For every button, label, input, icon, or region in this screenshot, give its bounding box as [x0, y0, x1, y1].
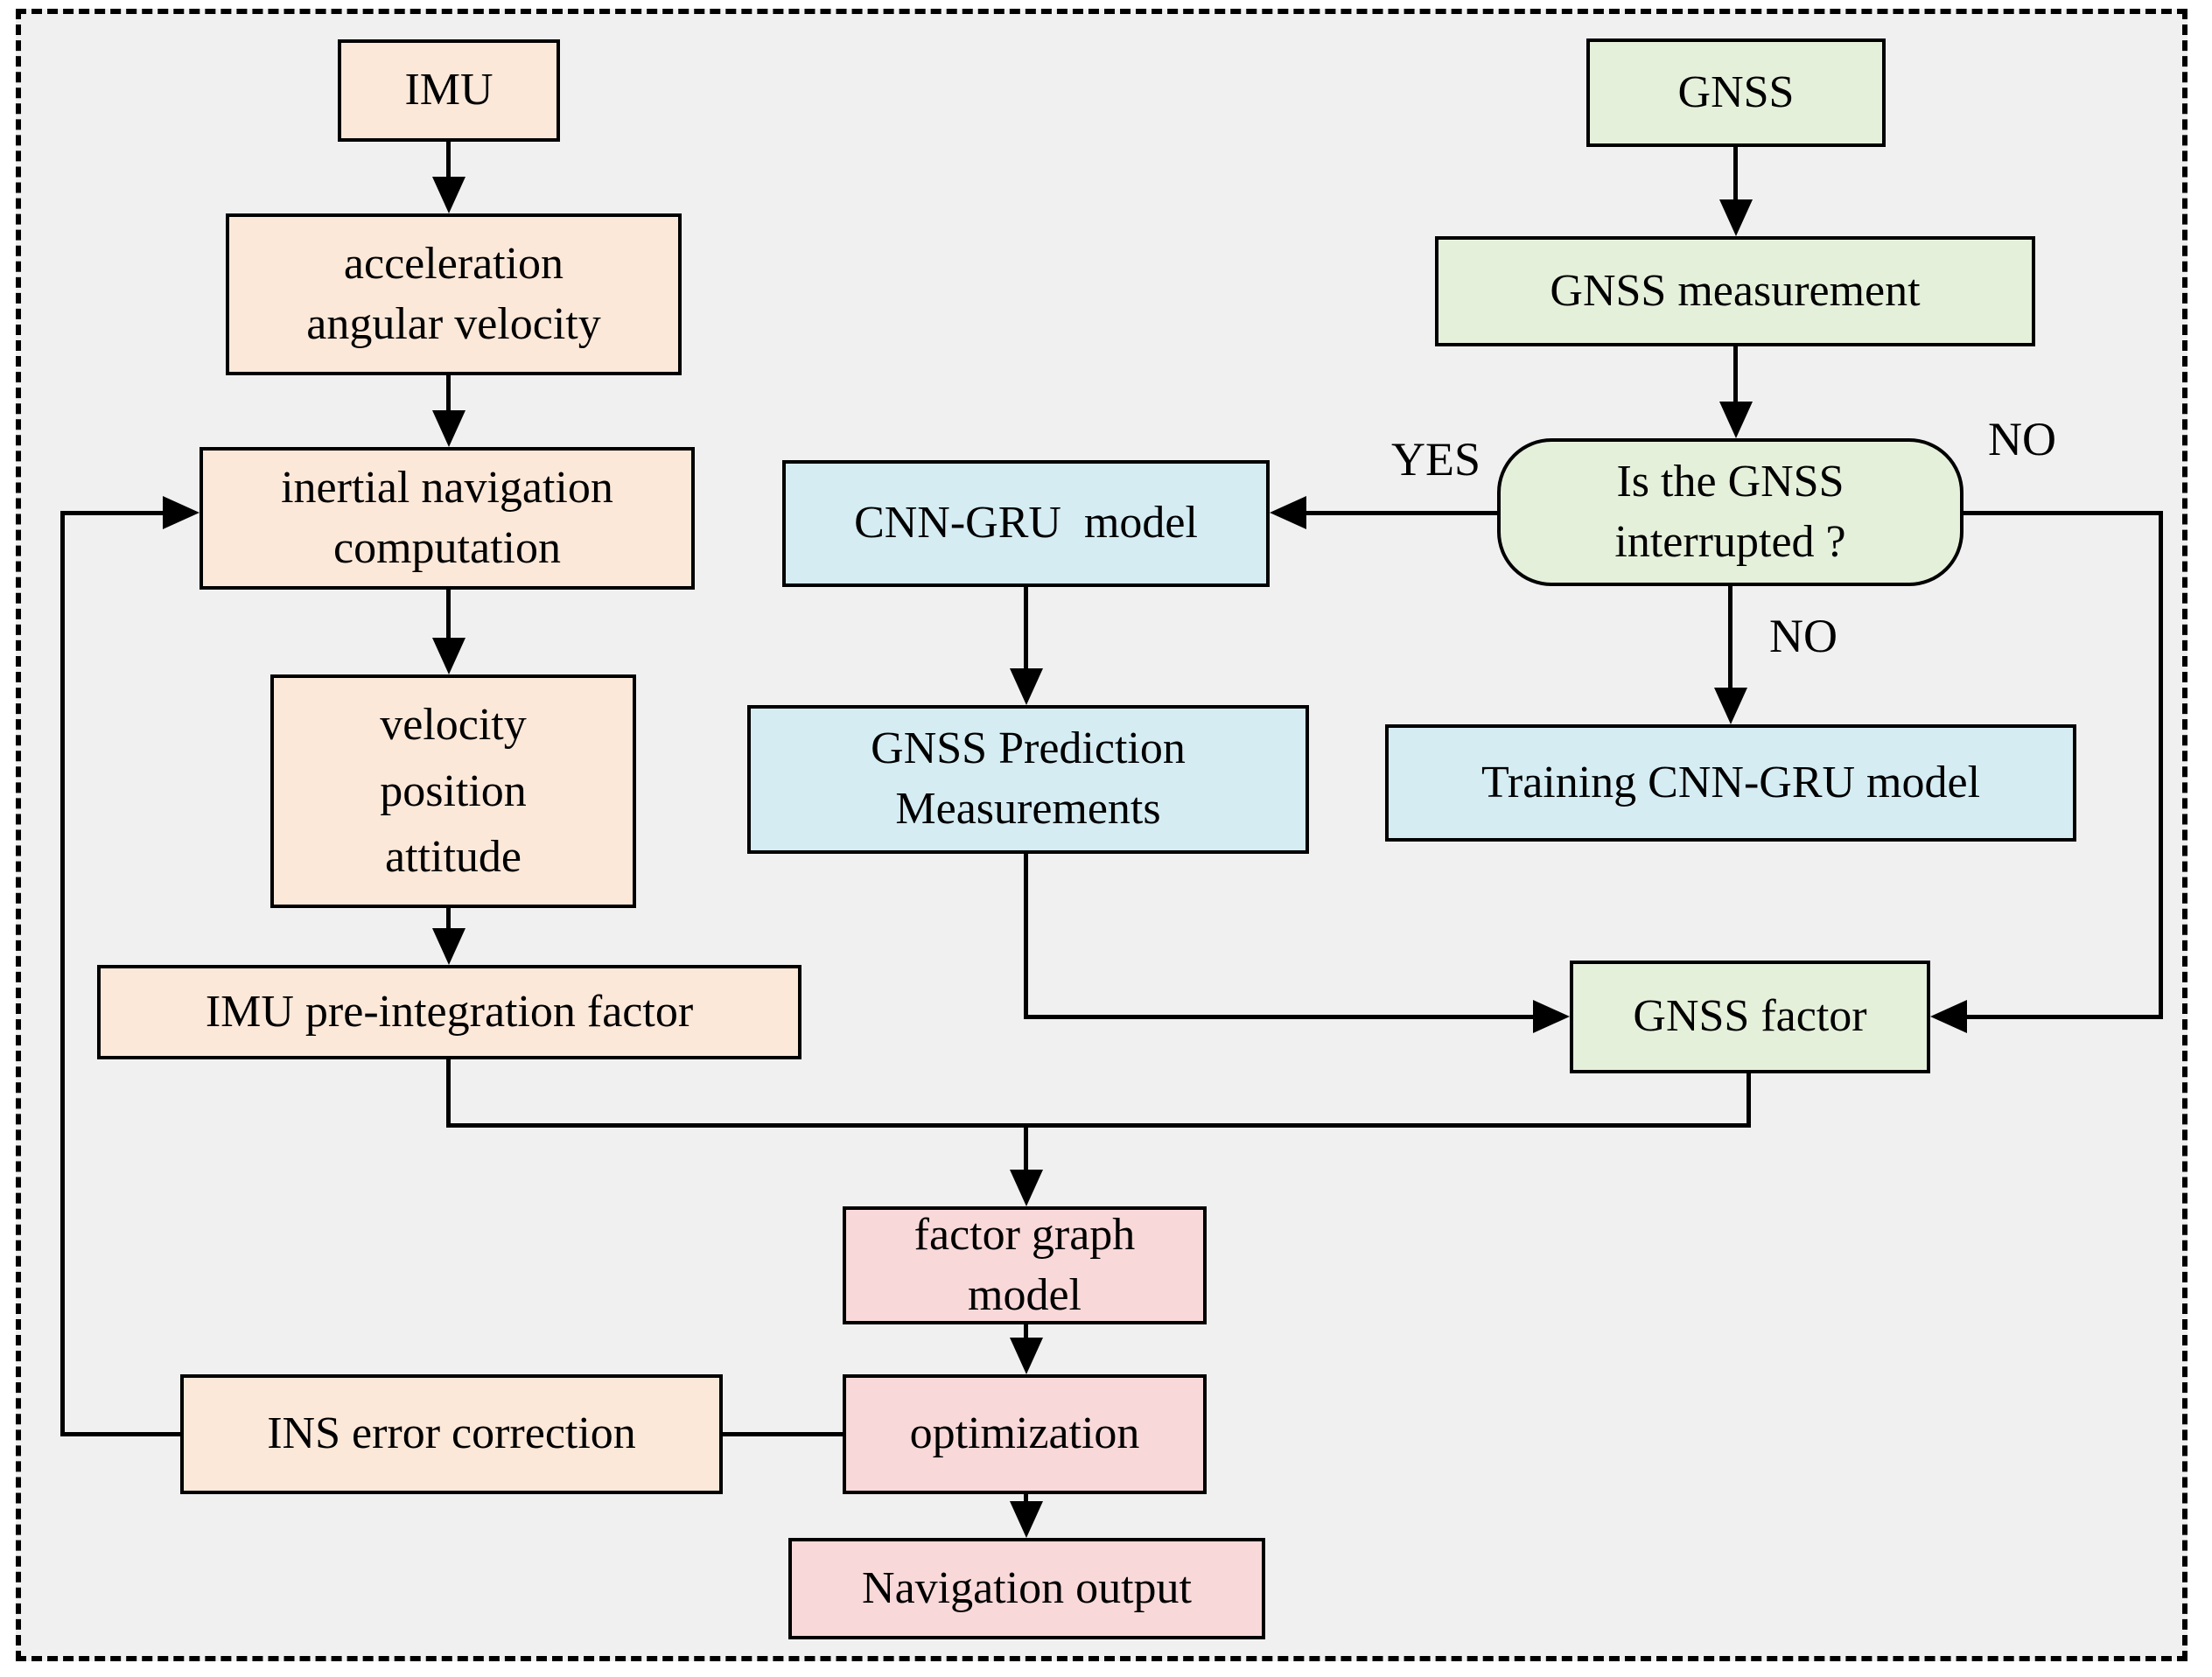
arrowhead-velocity-to-preintegration — [432, 928, 466, 965]
connector-cnn-gru-to-prediction — [1024, 587, 1028, 673]
connector-velocity-to-preintegration — [446, 908, 451, 931]
node-imu-label: IMU — [404, 65, 494, 115]
node-cnn-gru-model-label: CNN-GRU model — [854, 498, 1198, 549]
node-gnss-prediction-measurements-label: GNSS Prediction Measurements — [871, 723, 1186, 834]
node-inertial-navigation: inertial navigation computation — [200, 447, 695, 590]
node-navigation-output: Navigation output — [788, 1538, 1265, 1639]
node-factor-graph-model: factor graph model — [843, 1206, 1207, 1324]
arrowhead-decision-yes-to-cnn-gru — [1270, 496, 1306, 529]
edge-label-yes: YES — [1390, 433, 1480, 486]
node-imu-preintegration-factor-label: IMU pre-integration factor — [205, 986, 694, 1037]
node-inertial-navigation-label: inertial navigation computation — [281, 462, 613, 573]
node-factor-graph-model-label: factor graph model — [914, 1209, 1136, 1320]
arrowhead-measurement-to-decision — [1719, 402, 1753, 438]
connector-ins-to-optimization — [723, 1432, 843, 1436]
connector-merge-to-factor-graph — [1024, 1123, 1028, 1173]
node-ins-error-correction-label: INS error correction — [267, 1408, 636, 1459]
connector-optimization-to-navigation — [1024, 1494, 1028, 1506]
node-velocity-position-attitude-label: velocity position attitude — [380, 700, 527, 883]
node-optimization: optimization — [843, 1374, 1207, 1494]
node-gnss-interrupted-decision: Is the GNSS interrupted ? — [1497, 438, 1964, 586]
node-training-cnn-gru-model: Training CNN-GRU model — [1385, 724, 2076, 842]
connector-merge-bus — [446, 1123, 1751, 1128]
connector-decision-no-right-bottom — [1967, 1015, 2163, 1019]
connector-factor-graph-to-optimization — [1024, 1324, 1028, 1342]
node-gnss-prediction-measurements: GNSS Prediction Measurements — [747, 705, 1309, 854]
connector-gnss-to-measurement — [1733, 147, 1738, 203]
arrowhead-measurements-to-inertial — [432, 410, 466, 447]
node-gnss: GNSS — [1586, 38, 1886, 147]
connector-decision-no-to-training — [1728, 586, 1732, 690]
node-gnss-label: GNSS — [1677, 66, 1795, 117]
connector-gnss-factor-drop — [1746, 1073, 1751, 1128]
connector-ins-left — [60, 1432, 183, 1436]
node-imu-measurements: acceleration angular velocity — [226, 213, 682, 375]
arrowhead-imu-to-measurements — [432, 177, 466, 213]
arrowhead-merge-to-factor-graph — [1010, 1170, 1043, 1206]
arrowhead-feedback-to-inertial — [163, 496, 200, 529]
arrowhead-cnn-gru-to-prediction — [1010, 668, 1043, 705]
connector-prediction-drop — [1024, 854, 1028, 1019]
node-imu-preintegration-factor: IMU pre-integration factor — [97, 965, 802, 1059]
node-optimization-label: optimization — [909, 1408, 1140, 1459]
node-gnss-factor-label: GNSS factor — [1633, 991, 1867, 1042]
node-ins-error-correction: INS error correction — [180, 1374, 723, 1494]
arrowhead-prediction-to-gnss-factor — [1533, 1000, 1570, 1033]
connector-measurement-to-decision — [1733, 346, 1738, 404]
node-imu-measurements-label: acceleration angular velocity — [306, 238, 601, 349]
connector-measurements-to-inertial — [446, 375, 451, 414]
node-gnss-measurement: GNSS measurement — [1435, 236, 2035, 346]
arrowhead-no-right-to-gnss-factor — [1930, 1000, 1967, 1033]
edge-label-no-right: NO — [1988, 413, 2056, 465]
connector-imu-to-measurements — [446, 142, 451, 178]
edge-label-no-down: NO — [1769, 610, 1838, 662]
connector-feedback-vertical — [60, 511, 65, 1436]
node-gnss-factor: GNSS factor — [1570, 961, 1930, 1073]
arrowhead-optimization-to-navigation — [1010, 1501, 1043, 1538]
arrowhead-factor-graph-to-optimization — [1010, 1338, 1043, 1374]
connector-feedback-top — [60, 511, 165, 515]
arrowhead-inertial-to-velocity — [432, 638, 466, 674]
node-training-cnn-gru-model-label: Training CNN-GRU model — [1480, 757, 1981, 807]
node-gnss-measurement-label: GNSS measurement — [1550, 265, 1921, 316]
node-imu: IMU — [338, 39, 560, 142]
arrowhead-gnss-to-measurement — [1719, 199, 1753, 236]
connector-decision-no-right-vertical — [2159, 511, 2163, 1019]
connector-preintegration-drop — [446, 1059, 451, 1128]
connector-decision-yes-to-cnn-gru — [1306, 511, 1497, 515]
node-navigation-output-label: Navigation output — [862, 1562, 1192, 1613]
connector-decision-no-right-top — [1964, 511, 2163, 515]
flowchart-canvas: IMU acceleration angular velocity inerti… — [16, 9, 2188, 1661]
connector-prediction-to-gnss-factor — [1024, 1015, 1535, 1019]
node-gnss-interrupted-decision-label: Is the GNSS interrupted ? — [1614, 456, 1846, 567]
node-velocity-position-attitude: velocity position attitude — [270, 674, 636, 908]
node-cnn-gru-model: CNN-GRU model — [782, 460, 1270, 587]
arrowhead-decision-no-to-training — [1714, 688, 1747, 724]
connector-inertial-to-velocity — [446, 590, 451, 640]
